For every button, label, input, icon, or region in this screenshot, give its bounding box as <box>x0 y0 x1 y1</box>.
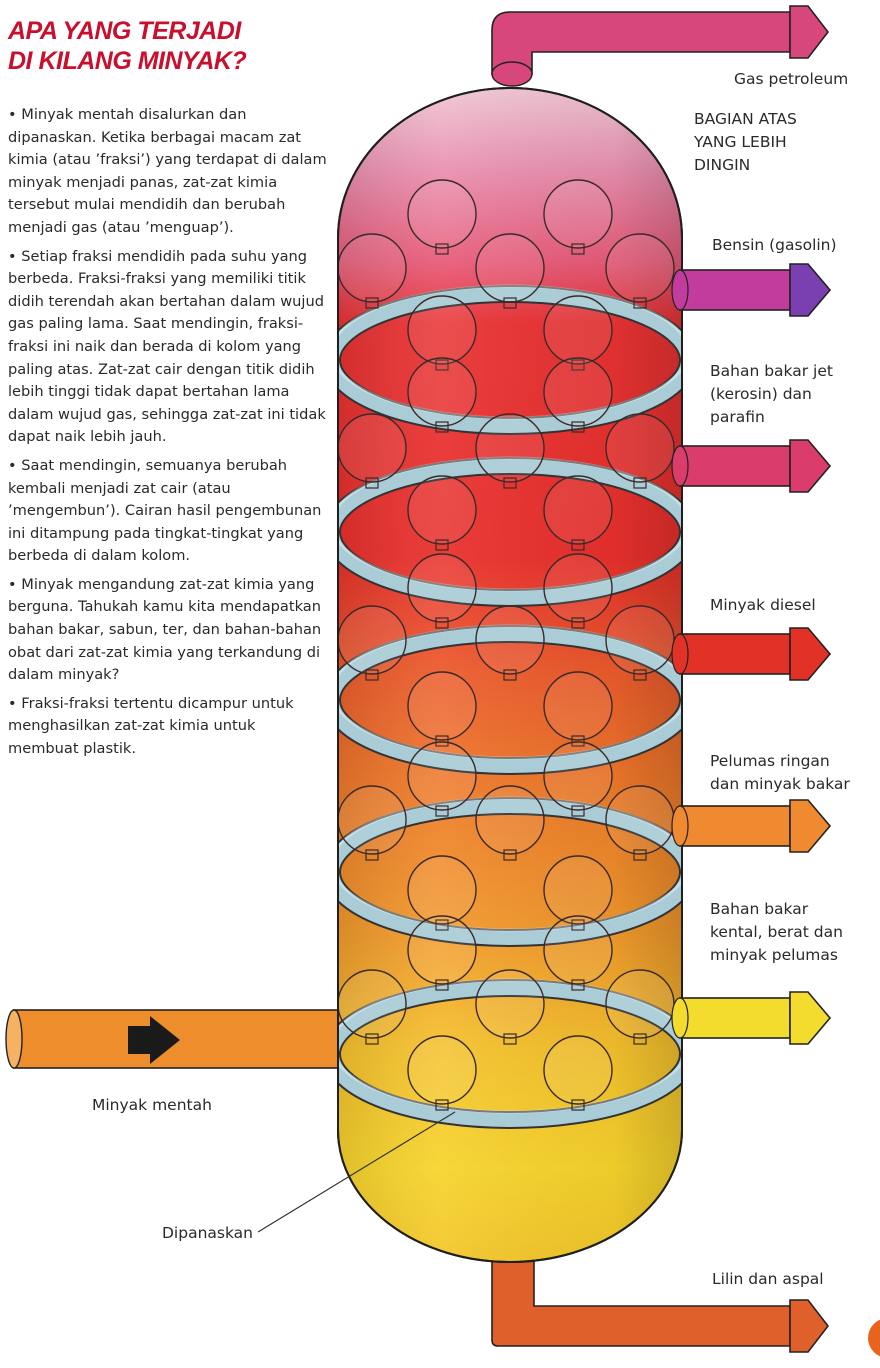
bullet-item: Saat mendingin, semuanya berubah kembali… <box>8 455 330 568</box>
pipe-gas-arrow-head <box>790 6 828 58</box>
pipe-kerosin-jet <box>672 440 830 492</box>
pipe-pelumas-ringan-arrow-head <box>790 800 830 852</box>
bullet-item: Minyak mengandung zat-zat kimia yang ber… <box>8 574 330 687</box>
label-bahan-bakar-kental: Bahan bakar kental, berat dan minyak pel… <box>710 898 843 967</box>
title-line-2: DI KILANG MINYAK? <box>8 46 328 76</box>
pipe-bensin <box>672 264 830 316</box>
pipe-minyak-diesel <box>672 628 830 680</box>
pipe-bahan-bakar-berat-arrow-head <box>790 992 830 1044</box>
label-bahan-bakar-jet: Bahan bakar jet (kerosin) dan parafin <box>710 360 833 429</box>
pipe-bensin-arrow-head <box>790 264 830 316</box>
title-line-1: APA YANG TERJADI <box>8 16 328 46</box>
label-bagian-atas: BAGIAN ATAS YANG LEBIH DINGIN <box>694 108 797 177</box>
pipe-lilin-arrow-head <box>790 1300 828 1352</box>
label-minyak-mentah: Minyak mentah <box>92 1094 212 1117</box>
pipe-minyak-diesel-arrow-head <box>790 628 830 680</box>
label-minyak-diesel: Minyak diesel <box>710 594 816 617</box>
label-lilin-dan-aspal: Lilin dan aspal <box>712 1268 824 1291</box>
label-bensin: Bensin (gasolin) <box>712 234 837 257</box>
pipe-minyak-mentah <box>6 1010 350 1068</box>
page-title: APA YANG TERJADI DI KILANG MINYAK? <box>8 16 328 76</box>
bullet-item: Setiap fraksi mendidih pada suhu yang be… <box>8 246 330 449</box>
pipe-kerosin-jet-arrow-head <box>790 440 830 492</box>
bullet-list: Minyak mentah disalurkan dan dipanaskan.… <box>8 104 330 767</box>
label-pelumas-ringan: Pelumas ringan dan minyak bakar <box>710 750 850 796</box>
pipe-bahan-bakar-berat <box>672 992 830 1044</box>
label-gas-petroleum: Gas petroleum <box>734 68 848 91</box>
bullet-item: Fraksi-fraksi tertentu dicampur untuk me… <box>8 693 330 761</box>
pipe-pelumas-ringan <box>672 800 830 852</box>
label-dipanaskan: Dipanaskan <box>162 1222 253 1245</box>
bullet-item: Minyak mentah disalurkan dan dipanaskan.… <box>8 104 330 240</box>
